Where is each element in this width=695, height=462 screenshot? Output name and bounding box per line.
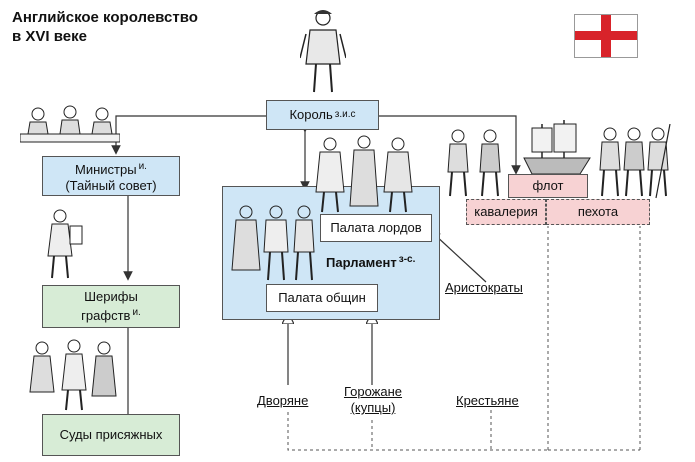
ministers-line-2: (Тайный совет)	[65, 177, 157, 193]
commons-box: Палата общин	[266, 284, 378, 312]
commons-label: Палата общин	[278, 290, 366, 305]
ministers-line-1: Министры	[75, 161, 137, 177]
king-label: Король	[289, 107, 333, 122]
lords-group-icon	[315, 135, 413, 213]
king-figure-icon	[300, 10, 346, 93]
king-sup: з.и.с	[334, 109, 356, 120]
commons-group-icon	[231, 205, 315, 281]
townsfolk-line-1: Горожане	[343, 384, 403, 399]
title-line-1: Английское королевство	[12, 9, 198, 26]
fleet-box: флот	[508, 174, 588, 198]
peasants-label: Крестьяне	[456, 393, 519, 408]
lords-box: Палата лордов	[320, 214, 432, 242]
ministers-group-icon	[20, 105, 120, 143]
cavalry-box: кавалерия	[466, 199, 546, 225]
infantry-label: пехота	[577, 204, 619, 219]
soldiers-left-icon	[447, 129, 501, 197]
nobles-label: Дворяне	[257, 393, 309, 408]
soldiers-right-icon	[599, 124, 671, 199]
sheriffs-line-1: Шерифы	[84, 289, 138, 304]
lords-label: Палата лордов	[330, 220, 422, 235]
parliament-sup: з-с.	[398, 254, 416, 265]
fleet-label: флот	[532, 178, 564, 193]
aristocrats-label: Аристократы	[445, 280, 523, 295]
jury-group-icon	[29, 339, 117, 411]
townsfolk-line-2: (купцы)	[350, 400, 396, 415]
sheriffs-sup: и.	[132, 307, 141, 318]
england-flag-icon	[574, 14, 638, 58]
sheriff-figure-icon	[47, 209, 83, 279]
sheriffs-line-2: графств	[81, 308, 131, 323]
cavalry-label: кавалерия	[474, 204, 538, 219]
infantry-box: пехота	[546, 199, 650, 225]
page-title: Английское королевство в XVI веке	[12, 8, 198, 46]
parliament-label-text: Парламент	[326, 255, 397, 270]
ministers-sup: и.	[138, 160, 147, 172]
title-line-2: в XVI веке	[12, 28, 87, 45]
townsfolk-label: Горожане (купцы)	[338, 384, 408, 416]
juries-box: Суды присяжных	[42, 414, 180, 456]
juries-label: Суды присяжных	[59, 427, 163, 442]
ship-icon	[523, 120, 591, 175]
